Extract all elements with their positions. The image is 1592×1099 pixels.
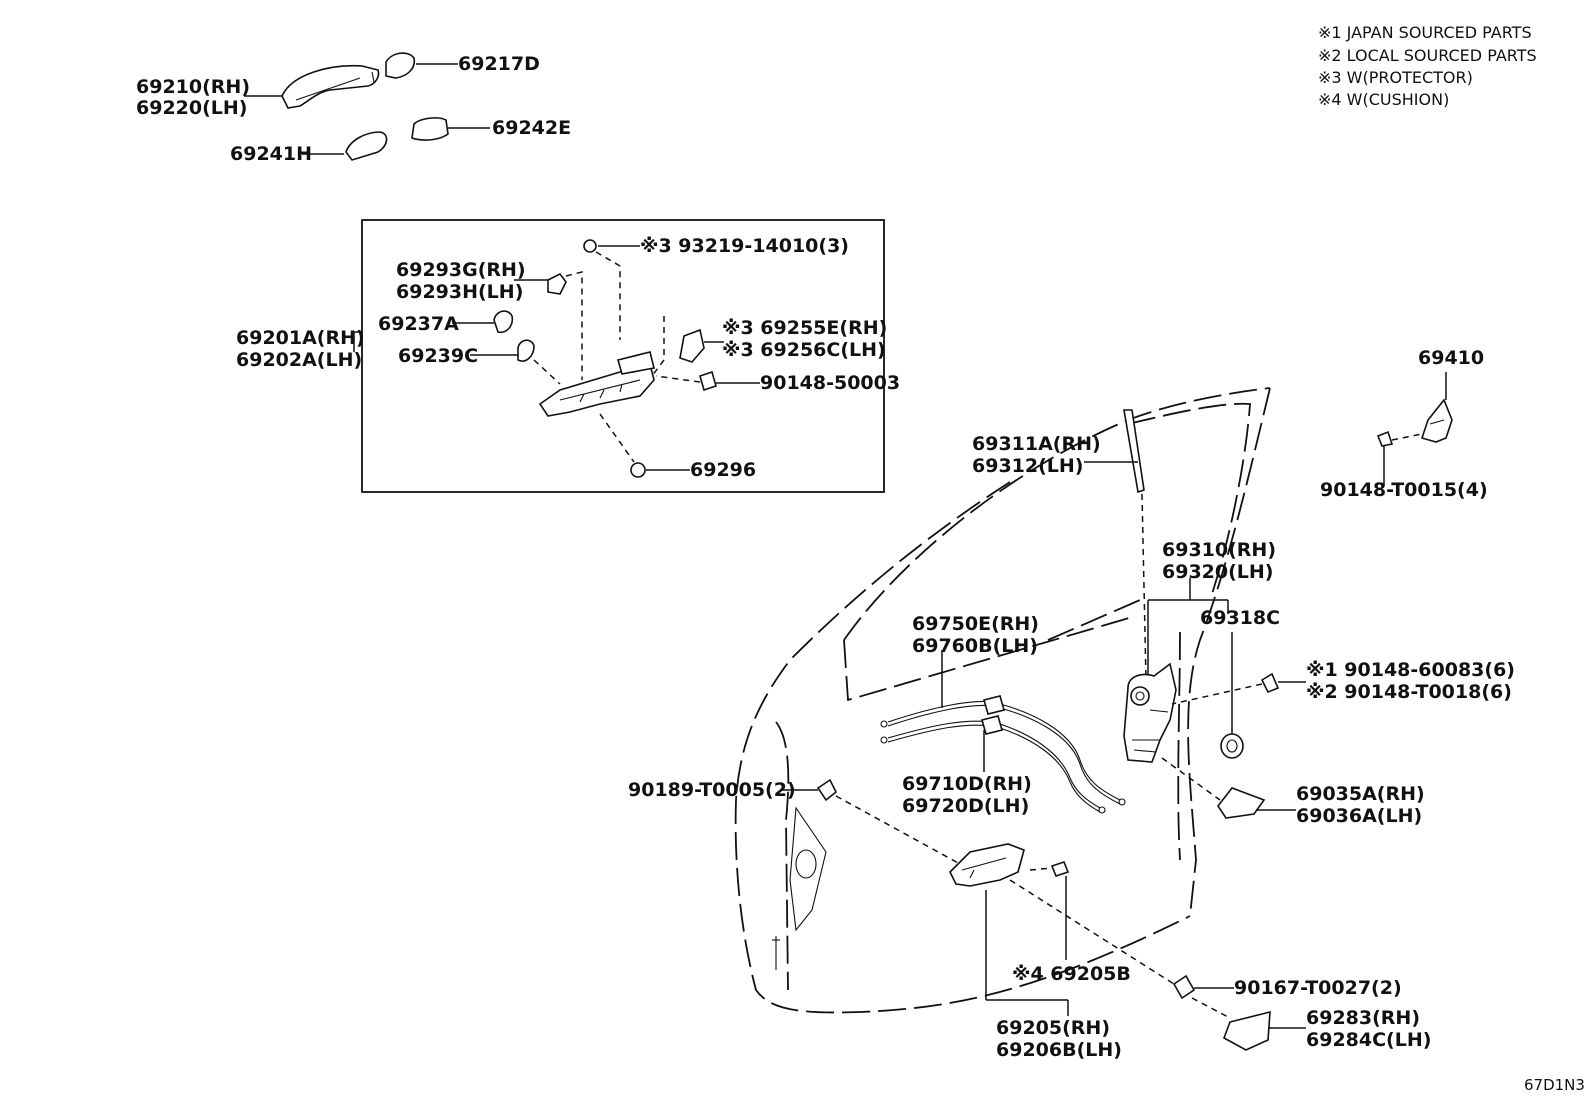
label-69206b: 69206B(LH) — [996, 1039, 1122, 1061]
label-90148-60083: ※1 90148-60083(6) — [1306, 659, 1515, 681]
part-69239c — [517, 339, 535, 362]
label-69293h: 69293H(LH) — [396, 281, 523, 303]
screw-90167-part — [1172, 974, 1196, 1000]
label-69318c: 69318C — [1200, 607, 1280, 629]
inside-handle-group: 90189-T0005(2) ※4 69205B 90167-T0027(2) … — [628, 778, 1431, 1061]
label-69201a: 69201A(RH) — [236, 327, 365, 349]
door-outline — [734, 387, 1271, 1014]
label-69035a: 69035A(RH) — [1296, 783, 1425, 805]
label-69760b: 69760B(LH) — [912, 635, 1038, 657]
label-90148-t0018: ※2 90148-T0018(6) — [1306, 681, 1512, 703]
label-93219: ※3 93219-14010(3) — [640, 235, 849, 257]
part-69237a — [493, 310, 514, 334]
lock-rod-part — [1123, 409, 1145, 494]
label-69241h: 69241H — [230, 143, 312, 165]
label-90167: 90167-T0027(2) — [1234, 977, 1402, 999]
frame-assembly-box: ※3 93219-14010(3) 69293G(RH) 69293H(LH) … — [236, 219, 900, 493]
label-69239c: 69239C — [398, 345, 478, 367]
handle-gasket-part — [411, 117, 449, 141]
label-69283: 69283(RH) — [1306, 1007, 1420, 1029]
label-69293g: 69293G(RH) — [396, 259, 526, 281]
screw-90148-t0015-part — [1376, 430, 1394, 447]
label-69296: 69296 — [690, 459, 756, 481]
label-69217d: 69217D — [458, 53, 540, 75]
handle-frame-part — [538, 363, 655, 417]
label-69255e: ※3 69255E(RH) — [722, 317, 887, 339]
door-lock-part — [1123, 662, 1177, 763]
label-90148-t0015: 90148-T0015(4) — [1320, 479, 1488, 501]
note-2: ※2 LOCAL SOURCED PARTS — [1318, 46, 1537, 65]
striker-part — [1420, 398, 1453, 443]
screw-93219-part — [583, 239, 597, 253]
outside-handle-part — [281, 64, 380, 109]
label-90148-50003: 90148-50003 — [760, 372, 900, 394]
cushion-69205b-part — [1050, 861, 1070, 877]
door-lock-group: 69310(RH) 69320(LH) 69318C ※1 90148-6008… — [1123, 539, 1515, 827]
cover-69283-part — [1223, 1010, 1271, 1051]
lock-cover-part — [1217, 787, 1266, 819]
note-4: ※4 W(CUSHION) — [1318, 90, 1449, 109]
screw-90148-60083-part — [1260, 672, 1280, 694]
label-69311a: 69311A(RH) — [972, 433, 1101, 455]
protector-69255-part — [679, 328, 705, 363]
label-69205: 69205(RH) — [996, 1017, 1110, 1039]
screw-90148-50003-part — [699, 370, 717, 392]
label-69750e: 69750E(RH) — [912, 613, 1039, 635]
label-69210: 69210(RH) — [136, 76, 250, 98]
label-69242e: 69242E — [492, 117, 571, 139]
drawing-code: 67D1N3 — [1524, 1076, 1585, 1094]
label-69320: 69320(LH) — [1162, 561, 1273, 583]
clip-69293-part — [547, 272, 567, 295]
cable-group: 69750E(RH) 69760B(LH) 69710D(RH) 69720D(… — [880, 613, 1126, 817]
label-90189: 90189-T0005(2) — [628, 779, 796, 801]
label-69710d: 69710D(RH) — [902, 773, 1032, 795]
lock-rod-group: 69311A(RH) 69312(LH) — [972, 409, 1147, 681]
handle-pad-part — [345, 131, 388, 161]
inside-handle-part — [949, 843, 1025, 887]
label-69036a: 69036A(LH) — [1296, 805, 1422, 827]
label-69237a: 69237A — [378, 313, 459, 335]
label-69205b: ※4 69205B — [1012, 963, 1131, 985]
outside-handle-group: 69217D 69210(RH) 69220(LH) 69242E 69241H — [136, 52, 571, 165]
striker-group: 69410 90148-T0015(4) — [1320, 347, 1488, 501]
label-69410: 69410 — [1418, 347, 1484, 369]
clip-90189-part — [816, 778, 838, 802]
label-69220: 69220(LH) — [136, 97, 247, 119]
label-69720d: 69720D(LH) — [902, 795, 1029, 817]
frame-bracket-part — [617, 351, 655, 375]
label-69284c: 69284C(LH) — [1306, 1029, 1431, 1051]
note-3: ※3 W(PROTECTOR) — [1318, 68, 1473, 87]
legend-notes: ※1 JAPAN SOURCED PARTS ※2 LOCAL SOURCED … — [1318, 23, 1537, 109]
label-69310: 69310(RH) — [1162, 539, 1276, 561]
note-1: ※1 JAPAN SOURCED PARTS — [1318, 23, 1532, 42]
label-69202a: 69202A(LH) — [236, 349, 362, 371]
cushion-69318c-part — [1220, 733, 1244, 759]
label-69256c: ※3 69256C(LH) — [722, 339, 886, 361]
handle-cap-part — [385, 52, 416, 79]
label-69312: 69312(LH) — [972, 455, 1083, 477]
screw-69296-part — [630, 462, 646, 478]
